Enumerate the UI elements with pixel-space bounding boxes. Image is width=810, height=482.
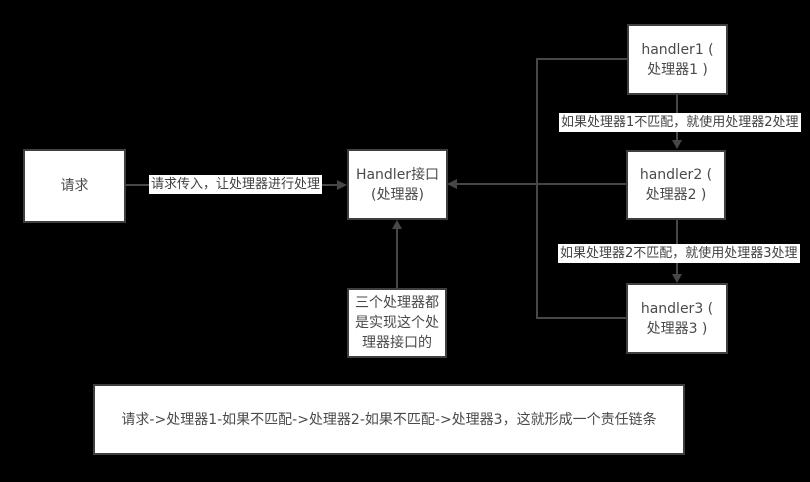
arrowhead-up-icon	[392, 220, 402, 229]
handler2-label-line1: handler2 (	[639, 167, 713, 183]
handler-interface-label-line2: (处理器)	[371, 186, 424, 203]
handler3-label-line1: handler3 (	[640, 300, 714, 317]
edge-label-request-to-interface: 请求传入，让处理器进行处理	[149, 175, 323, 194]
handler1-label-line2: 处理器1 )	[647, 61, 708, 78]
request-node-label: 请求	[60, 178, 89, 194]
edge-handler3-to-bus	[537, 317, 627, 319]
edge-handler1-to-bus	[537, 58, 627, 60]
edge-bus-to-interface	[457, 183, 627, 185]
handler-interface-label-line1: Handler接口	[355, 166, 440, 183]
handler-interface-node: Handler接口 (处理器)	[347, 149, 448, 220]
edge-label-handler2-to-handler3: 如果处理器2不匹配，就使用处理器3处理	[558, 244, 800, 263]
edge-handlers-bus	[536, 58, 538, 319]
handler3-node: handler3 ( 处理器3 )	[626, 283, 728, 354]
edge-label-handler1-to-handler2: 如果处理器1不匹配，就使用处理器2处理	[559, 113, 801, 132]
implementation-note-line3: 理器接口的	[362, 335, 432, 351]
handler1-node: handler1 ( 处理器1 )	[627, 24, 728, 95]
implementation-note-node: 三个处理器都 是实现这个处 理器接口的	[347, 288, 447, 358]
arrowhead-down-icon	[672, 274, 682, 283]
summary-node-label: 请求->处理器1-如果不匹配->处理器2-如果不匹配->处理器3，这就形成一个责…	[121, 411, 657, 428]
arrowhead-left-icon	[447, 179, 457, 189]
handler1-label-line1: handler1 (	[641, 41, 714, 58]
handler2-node: handler2 ( 处理器2 )	[626, 150, 726, 220]
implementation-note-line1: 三个处理器都	[355, 295, 439, 311]
handler2-label-line2: 处理器2 )	[645, 187, 707, 203]
summary-node: 请求->处理器1-如果不匹配->处理器2-如果不匹配->处理器3，这就形成一个责…	[93, 384, 685, 455]
arrowhead-right-icon	[337, 180, 347, 190]
edge-note-to-interface	[396, 229, 398, 288]
implementation-note-line2: 是实现这个处	[355, 315, 439, 331]
handler3-label-line2: 处理器3 )	[646, 320, 708, 337]
arrowhead-down-icon	[672, 140, 682, 149]
request-node: 请求	[23, 149, 126, 223]
